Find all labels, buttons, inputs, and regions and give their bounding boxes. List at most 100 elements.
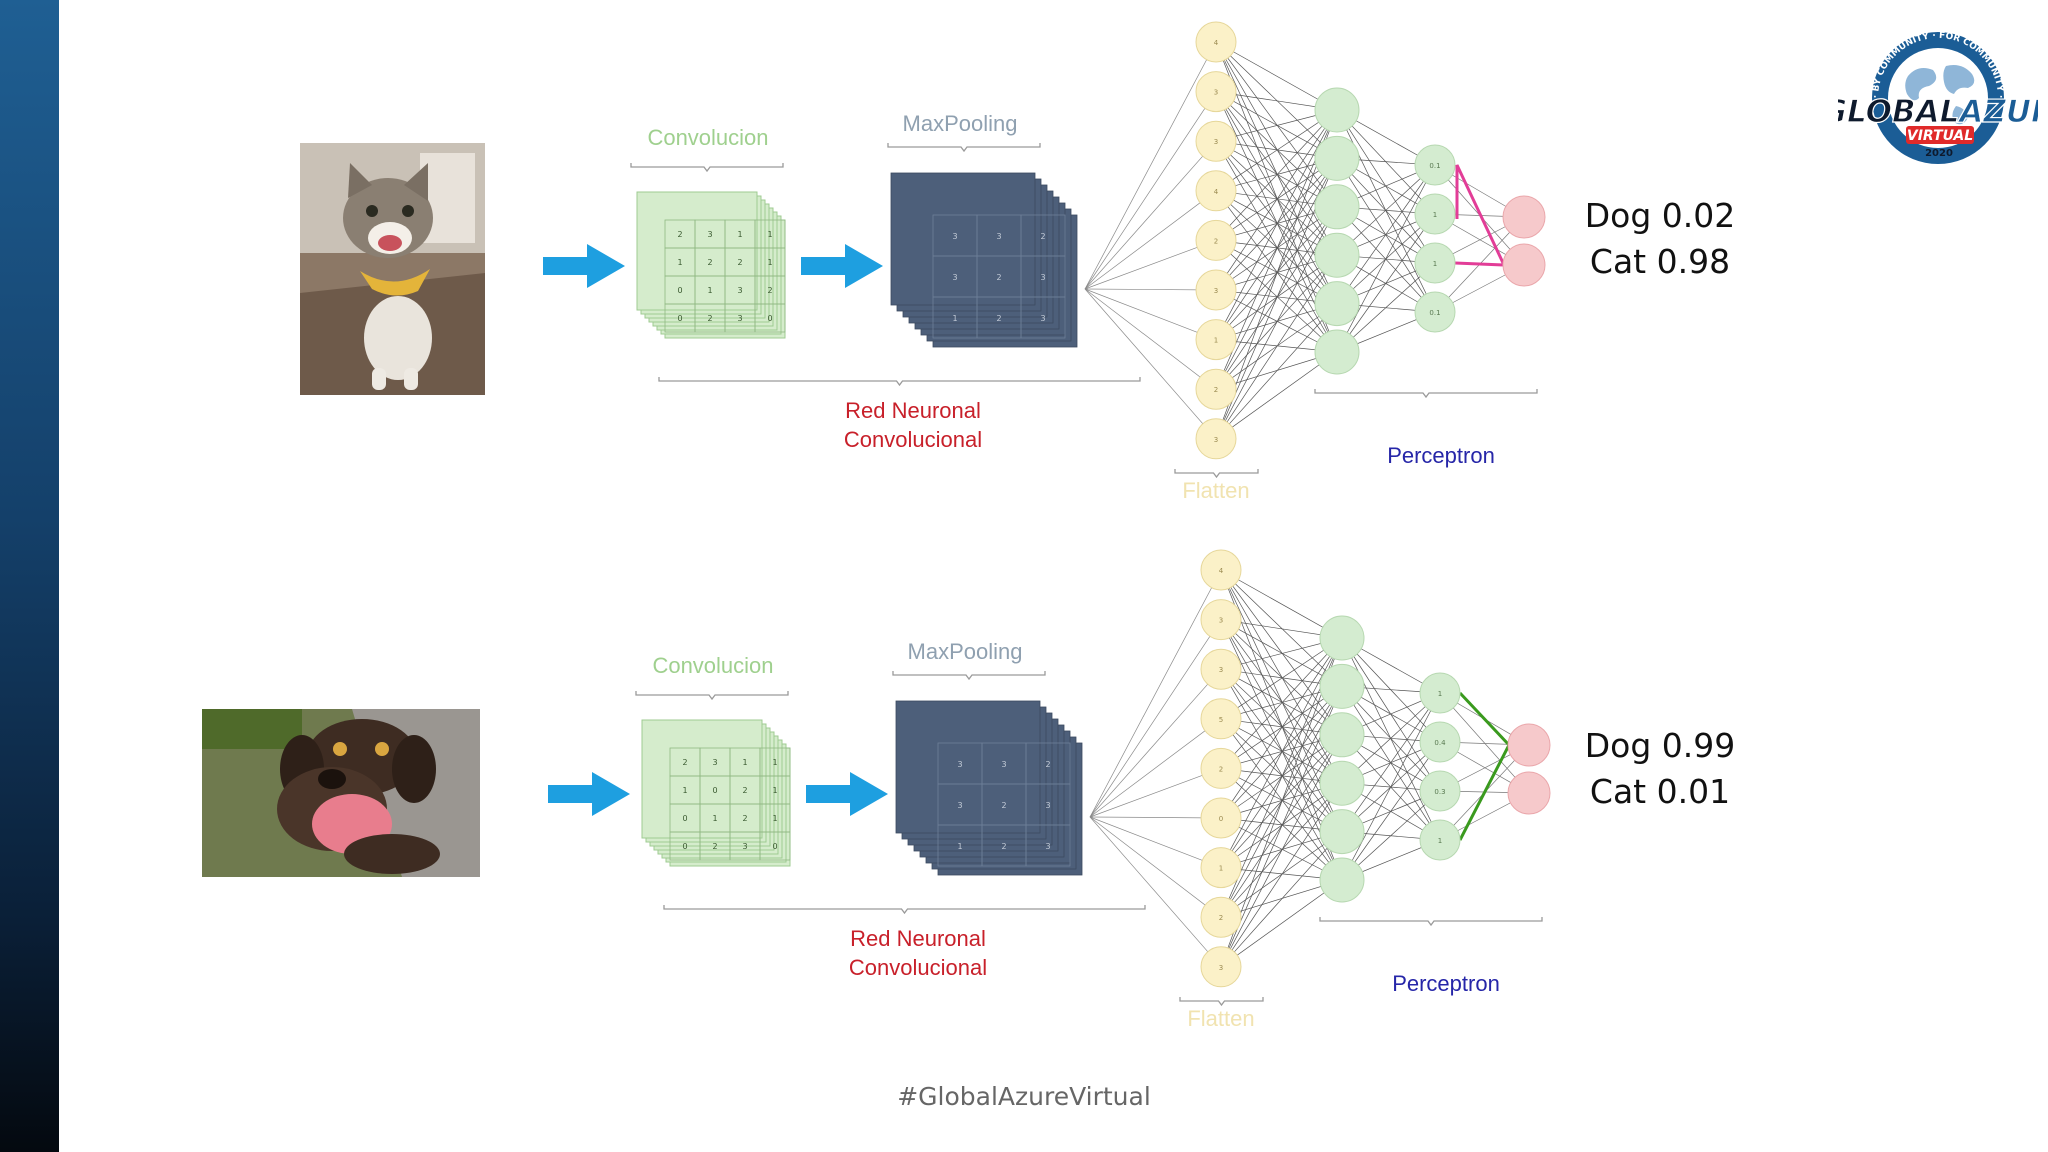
connection-line — [1220, 569, 1343, 687]
connection-line — [1215, 91, 1338, 208]
maxpooling-bracket — [887, 143, 1041, 153]
flatten-node-value: 3 — [1219, 964, 1223, 972]
photo-bushes — [202, 709, 302, 749]
grid-value: 3 — [952, 232, 957, 241]
hidden-node — [1314, 329, 1360, 375]
connection-line — [1089, 816, 1222, 968]
connection-line — [1336, 213, 1436, 353]
connection-line — [1220, 668, 1343, 784]
result-cat-score: Cat 0.98 — [1589, 242, 1731, 281]
connection-line — [1215, 190, 1338, 353]
hidden-node — [1319, 712, 1365, 758]
connection-line — [1089, 718, 1222, 818]
grid-value: 1 — [712, 814, 717, 823]
flatten-node — [1200, 896, 1242, 938]
perceptron-bracket — [1314, 389, 1538, 399]
connection-line — [1089, 816, 1222, 918]
connection-line — [1215, 109, 1338, 291]
result-dog-score: Dog 0.99 — [1584, 726, 1736, 765]
logo-virtual-text: VIRTUAL — [1907, 128, 1973, 144]
flatten-node — [1200, 648, 1242, 690]
connection-line — [1215, 190, 1338, 256]
hidden-node — [1419, 721, 1461, 763]
hidden-node — [1314, 184, 1360, 230]
flatten-bracket — [1179, 997, 1264, 1007]
grid-value: 3 — [957, 760, 962, 769]
grid-value: 0 — [682, 842, 687, 851]
cat-photo — [300, 143, 485, 395]
cnn-label-line2: Convolucional — [849, 955, 987, 980]
flatten-node — [1195, 21, 1237, 63]
perceptron-label: Perceptron — [1387, 443, 1495, 468]
flatten-node — [1195, 269, 1237, 311]
grid-value: 0 — [677, 314, 682, 323]
grid-value: 3 — [742, 842, 747, 851]
dog-eye — [333, 742, 347, 756]
connection-line — [1215, 109, 1338, 241]
output-node — [1507, 771, 1551, 815]
connection-line — [1089, 668, 1222, 818]
grid-value: 1 — [677, 258, 682, 267]
hidden-node — [1414, 193, 1456, 235]
connection-line — [1439, 692, 1530, 794]
connection-line — [1215, 141, 1338, 353]
connection-line — [1084, 140, 1217, 290]
connection-line — [1215, 109, 1338, 340]
maxpooling-label: MaxPooling — [908, 639, 1023, 664]
connection-line — [1215, 41, 1338, 256]
logo-global-text: #GLOBAL — [1838, 94, 1959, 130]
grid-value: 2 — [996, 273, 1001, 282]
connection-line — [1220, 619, 1343, 832]
arrow-icon — [543, 244, 625, 288]
connection-line — [1084, 41, 1217, 290]
connection-line — [1084, 91, 1217, 290]
connection-line — [1215, 41, 1338, 159]
flatten-node — [1195, 368, 1237, 410]
cat-mouth — [378, 235, 402, 251]
connection-line — [1220, 637, 1343, 868]
grid-value: 0 — [712, 786, 717, 795]
flatten-node-value: 3 — [1214, 138, 1218, 146]
connection-line — [1220, 718, 1343, 832]
highlight-path — [1454, 164, 1507, 267]
connection-line — [1215, 109, 1338, 192]
connection-line — [1215, 41, 1338, 208]
connection-line — [1336, 164, 1436, 304]
flatten-node-value: 3 — [1219, 617, 1223, 625]
flatten-node — [1195, 170, 1237, 212]
cnn-label-line1: Red Neuronal — [845, 398, 981, 423]
flatten-node — [1200, 549, 1242, 591]
cnn-bracket — [658, 377, 1141, 387]
flatten-node-value: 0 — [1219, 815, 1223, 823]
network-connections — [1084, 41, 1525, 440]
connection-line — [1220, 619, 1343, 736]
cat-ear — [348, 163, 372, 198]
grid-value: 1 — [707, 286, 712, 295]
output-node — [1502, 243, 1546, 287]
grid-value: 0 — [772, 842, 777, 851]
connection-line — [1215, 41, 1338, 111]
connection-line — [1215, 240, 1338, 353]
flatten-node — [1200, 698, 1242, 740]
output-node — [1507, 723, 1551, 767]
flatten-bracket — [1174, 469, 1259, 479]
flatten-node — [1195, 418, 1237, 460]
perceptron-bracket — [1319, 917, 1543, 927]
connection-line — [1215, 240, 1338, 304]
grid-value: 1 — [772, 786, 777, 795]
grid-value: 0 — [682, 814, 687, 823]
logo-banner — [1906, 126, 1974, 144]
flatten-node — [1195, 120, 1237, 162]
connection-line — [1215, 140, 1338, 256]
connection-line — [1215, 91, 1338, 256]
hidden-node-value: 0.1 — [1429, 162, 1440, 170]
logo-azure-text: AZURE — [1956, 94, 2038, 130]
hidden-node-value: 1 — [1433, 211, 1437, 219]
connection-line — [1220, 768, 1343, 881]
hidden-node-value: 0.1 — [1429, 309, 1440, 317]
hidden-node — [1414, 291, 1456, 333]
